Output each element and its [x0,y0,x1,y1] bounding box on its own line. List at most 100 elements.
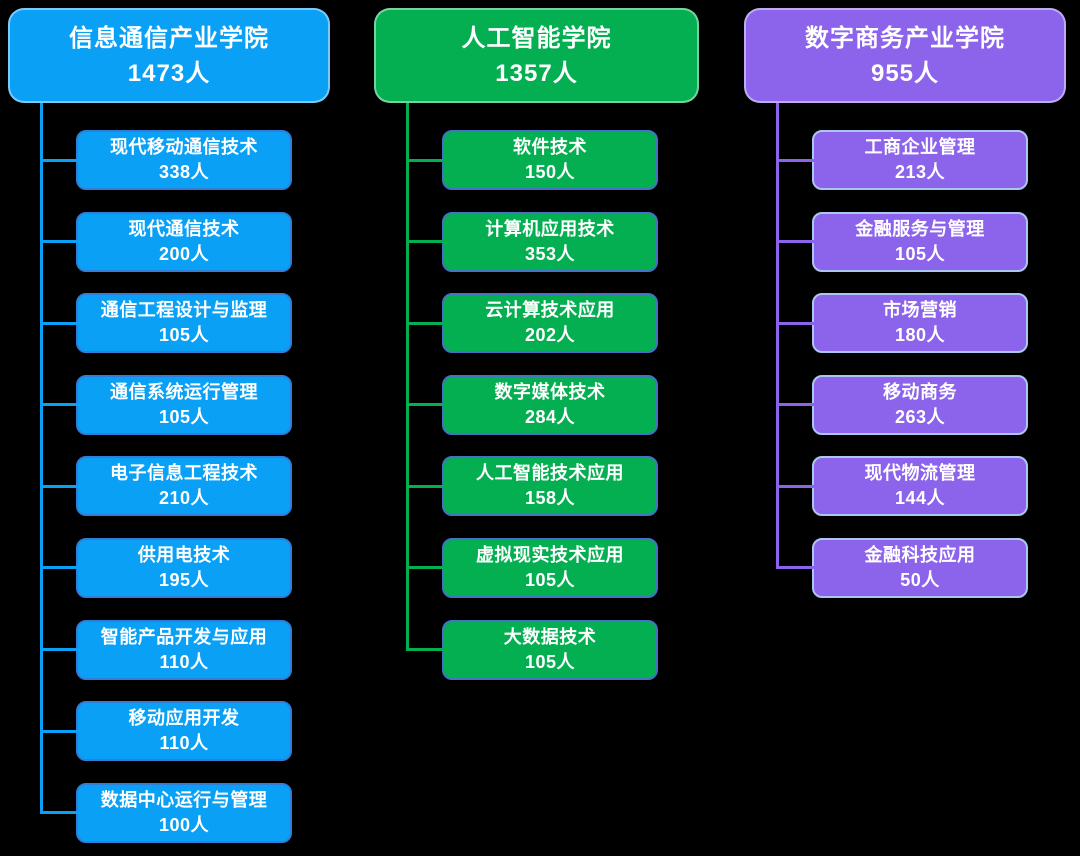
major-count: 110人 [159,651,209,672]
college-header-digital-biz: 数字商务产业学院 955人 [744,8,1066,103]
connector-stub [776,484,814,488]
connector-stub [40,158,78,162]
major-list: 软件技术 150人 计算机应用技术 353人 云计算技术应用 202人 数字媒体… [406,130,658,680]
major-label: 云计算技术应用 [485,300,615,321]
major-label: 数据中心运行与管理 [100,789,268,810]
major-node: 现代物流管理 144人 [776,456,1028,517]
major-label: 虚拟现实技术应用 [476,544,624,565]
major-label: 大数据技术 [503,626,597,647]
college-title: 数字商务产业学院 [805,24,1005,52]
connector-stub [406,158,444,162]
major-count: 150人 [524,162,576,182]
connector-stub [40,648,78,652]
major-node: 通信系统运行管理 105人 [40,374,292,435]
major-node: 数字媒体技术 284人 [406,374,658,435]
major-label: 软件技术 [513,137,587,157]
major-node: 虚拟现实技术应用 105人 [406,537,658,598]
major-label: 现代移动通信技术 [110,137,258,157]
major-count: 180人 [894,325,946,346]
major-label: 供用电技术 [137,544,231,565]
major-node: 电子信息工程技术 210人 [40,456,292,517]
connector-trunk [406,103,409,650]
major-node: 供用电技术 195人 [40,537,292,598]
connector-stub [406,240,444,244]
connector-stub [40,811,78,815]
connector-stub [406,566,444,570]
major-count: 105人 [158,325,210,346]
major-node: 现代通信技术 200人 [40,211,292,272]
major-node: 人工智能技术应用 158人 [406,456,658,517]
major-label: 金融科技应用 [864,544,976,565]
connector-stub [776,403,814,407]
major-label: 现代通信技术 [128,218,240,239]
connector-stub [40,566,78,570]
major-node: 工商企业管理 213人 [776,130,1028,190]
connector-stub [406,403,444,407]
major-label: 工商企业管理 [864,137,976,157]
major-label: 通信系统运行管理 [110,381,258,402]
major-count: 110人 [159,733,209,754]
major-node: 现代移动通信技术 338人 [40,130,292,190]
major-label: 数字媒体技术 [494,381,606,402]
major-count: 105人 [524,569,576,590]
connector-stub [40,321,78,325]
major-count: 210人 [158,488,210,509]
major-count: 195人 [158,569,210,590]
connector-stub [40,240,78,244]
major-label: 智能产品开发与应用 [100,626,268,647]
connector-trunk [776,103,779,568]
major-label: 计算机应用技术 [485,218,615,239]
major-node: 智能产品开发与应用 110人 [40,619,292,680]
major-count: 50人 [900,569,940,590]
major-node: 金融服务与管理 105人 [776,211,1028,272]
major-count: 284人 [524,406,576,427]
major-list: 现代移动通信技术 338人 现代通信技术 200人 通信工程设计与监理 105人… [40,130,292,843]
major-label: 现代物流管理 [864,463,976,484]
major-node: 移动商务 263人 [776,374,1028,435]
college-count: 1473人 [127,59,211,87]
college-header-ai: 人工智能学院 1357人 [374,8,699,103]
major-label: 金融服务与管理 [855,218,985,239]
connector-stub [776,321,814,325]
major-count: 202人 [524,325,576,346]
major-node: 计算机应用技术 353人 [406,211,658,272]
major-count: 213人 [894,162,946,182]
major-node: 通信工程设计与监理 105人 [40,293,292,354]
major-node: 市场营销 180人 [776,293,1028,354]
major-list: 工商企业管理 213人 金融服务与管理 105人 市场营销 180人 移动商务 … [776,130,1028,598]
connector-stub [40,403,78,407]
major-label: 人工智能技术应用 [476,463,624,484]
major-count: 105人 [158,406,210,427]
major-count: 338人 [158,162,210,182]
major-count: 144人 [894,488,946,509]
major-label: 电子信息工程技术 [110,463,258,484]
connector-stub [40,729,78,733]
major-count: 158人 [524,488,576,509]
connector-stub [776,566,814,570]
major-label: 通信工程设计与监理 [100,300,268,321]
connector-stub [40,484,78,488]
college-count: 1357人 [495,59,578,87]
major-node: 大数据技术 105人 [406,619,658,680]
college-title: 信息通信产业学院 [69,24,269,52]
connector-stub [776,158,814,162]
connector-stub [776,240,814,244]
major-node: 金融科技应用 50人 [776,537,1028,598]
major-node: 软件技术 150人 [406,130,658,190]
connector-stub [406,321,444,325]
major-node: 云计算技术应用 202人 [406,293,658,354]
major-count: 100人 [158,814,210,835]
connector-trunk [40,103,43,813]
major-label: 市场营销 [883,300,957,321]
connector-stub [406,484,444,488]
major-count: 263人 [894,406,946,427]
major-count: 105人 [894,243,946,264]
college-title: 人工智能学院 [461,24,612,52]
major-node: 数据中心运行与管理 100人 [40,782,292,843]
major-label: 移动商务 [883,381,957,402]
major-count: 105人 [524,651,576,672]
major-count: 200人 [158,243,210,264]
major-count: 353人 [524,243,576,264]
connector-stub [406,648,444,652]
